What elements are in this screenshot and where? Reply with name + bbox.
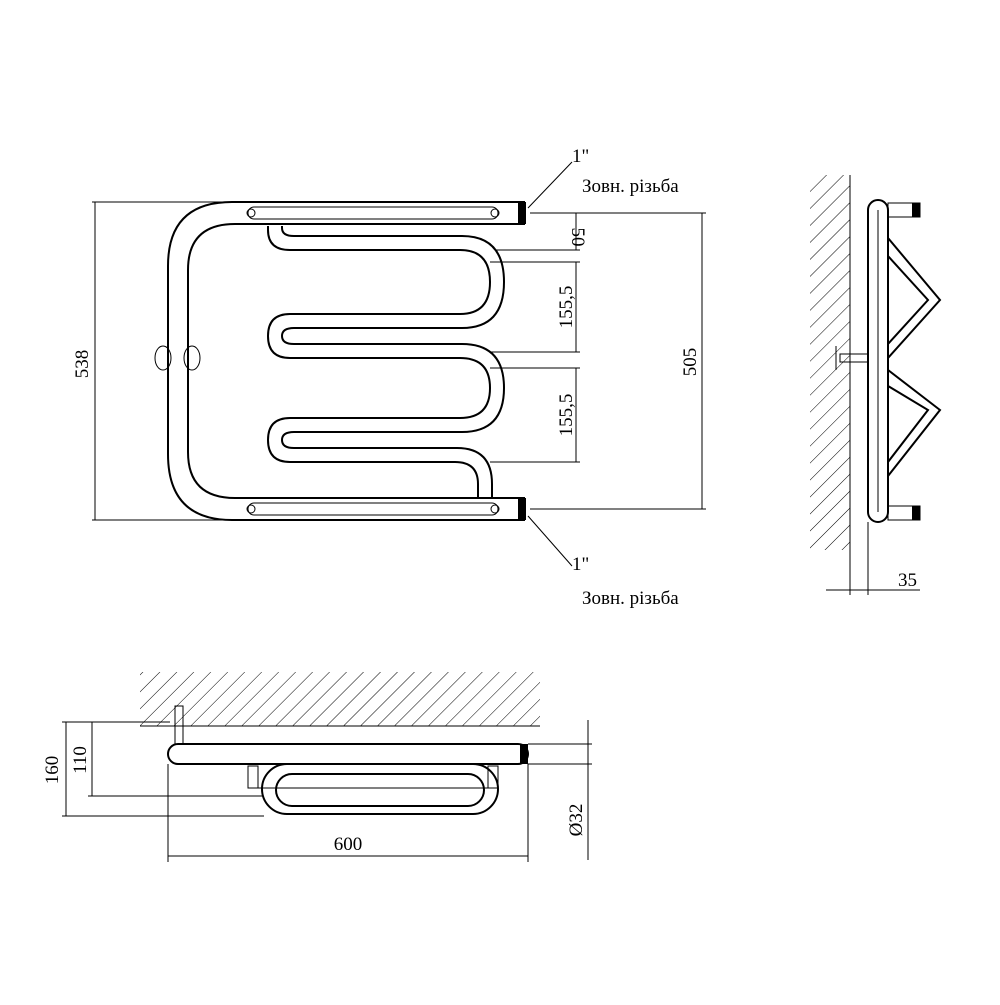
thread-bottom-size: 1" bbox=[572, 554, 589, 575]
dimension-axis-distance: 505 bbox=[530, 212, 706, 510]
thread-bottom-type: Зовн. різьба bbox=[582, 588, 679, 609]
dim-wall-offset-label: 35 bbox=[898, 570, 917, 591]
dim-total-height-label: 538 bbox=[72, 350, 93, 379]
dim-loop-pitch-2-label: 155,5 bbox=[556, 394, 577, 437]
dimension-width: 600 bbox=[167, 764, 529, 862]
dimension-top-gap: 50 bbox=[496, 213, 588, 251]
front-view: 538 505 50 155,5 155,5 bbox=[72, 146, 706, 609]
dimension-diameter: Ø32 bbox=[528, 720, 592, 860]
dimension-total-height: 538 bbox=[72, 201, 232, 521]
top-profile-pipe bbox=[166, 705, 529, 815]
dim-axis-distance-label: 505 bbox=[680, 348, 701, 377]
dim-width-label: 600 bbox=[334, 834, 363, 855]
thread-top-size: 1" bbox=[572, 146, 589, 167]
dim-diameter-label: Ø32 bbox=[566, 804, 587, 837]
serpentine-coil bbox=[266, 226, 506, 498]
dim-depth-axis-label: 110 bbox=[70, 746, 91, 774]
dimension-loop-pitch-1: 155,5 bbox=[490, 261, 580, 353]
dimension-loop-pitch-2: 155,5 bbox=[490, 367, 580, 463]
side-profile-pipe bbox=[835, 199, 942, 523]
dimension-wall-offset: 35 bbox=[826, 522, 920, 595]
towel-rail-frame bbox=[154, 201, 526, 521]
thread-callout-bottom: 1" Зовн. різьба bbox=[527, 515, 679, 609]
thread-callout-top: 1" Зовн. різьба bbox=[527, 146, 679, 209]
wall-hatching-top bbox=[140, 672, 540, 726]
dim-depth-total-label: 160 bbox=[42, 756, 63, 785]
top-view: 160 110 600 Ø32 bbox=[42, 672, 592, 862]
dim-loop-pitch-1-label: 155,5 bbox=[556, 286, 577, 329]
side-view: 35 bbox=[810, 175, 942, 595]
dim-top-gap-label: 50 bbox=[567, 228, 588, 247]
dimension-depth-axis: 110 bbox=[70, 721, 262, 797]
thread-top-type: Зовн. різьба bbox=[582, 176, 679, 197]
